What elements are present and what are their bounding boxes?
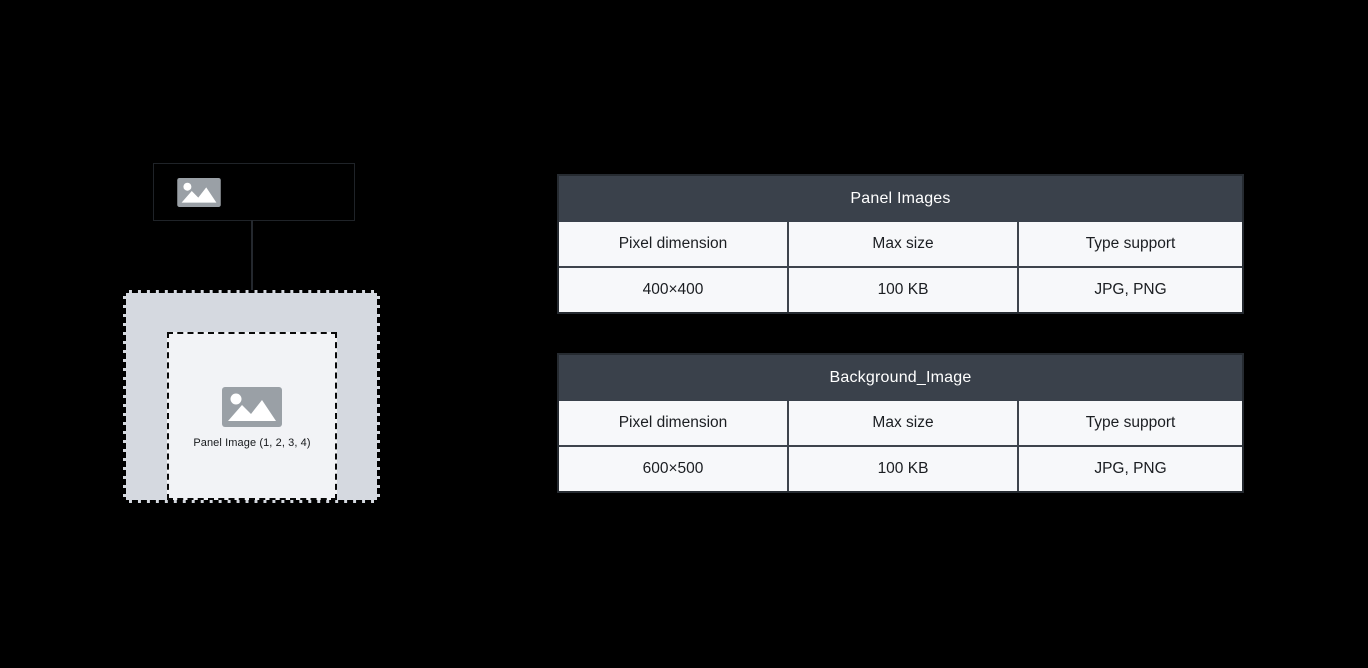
pixel-dimension-value: 400×400 <box>642 281 704 298</box>
image-icon <box>222 387 282 427</box>
table-title: Background_Image <box>559 355 1242 401</box>
type-support-value: JPG, PNG <box>1017 268 1242 312</box>
panel-images-table: Panel Images Pixel dimension Max size Ty… <box>557 174 1244 314</box>
table-row: 600×500 100 KB JPG, PNG <box>559 447 1242 491</box>
column-header: Type support <box>1017 401 1242 445</box>
max-size-value: 100 KB <box>787 268 1017 312</box>
pixel-dimension-value: 600×500 <box>642 460 704 477</box>
panel-image-box: Panel Image (1, 2, 3, 4) <box>167 332 337 500</box>
column-header: Pixel dimension <box>618 414 728 431</box>
table-title: Panel Images <box>559 176 1242 222</box>
source-image-box <box>153 163 355 221</box>
column-header: Max size <box>787 401 1017 445</box>
image-icon <box>177 177 221 207</box>
max-size-value: 100 KB <box>787 447 1017 491</box>
column-header: Max size <box>787 222 1017 266</box>
panel-image-label: Panel Image (1, 2, 3, 4) <box>193 437 311 449</box>
type-support-value: JPG, PNG <box>1017 447 1242 491</box>
column-header: Type support <box>1017 222 1242 266</box>
table-row: 400×400 100 KB JPG, PNG <box>559 268 1242 312</box>
table-header-row: Pixel dimension Max size Type support <box>559 222 1242 268</box>
table-header-row: Pixel dimension Max size Type support <box>559 401 1242 447</box>
column-header: Pixel dimension <box>618 235 728 252</box>
background-image-table: Background_Image Pixel dimension Max siz… <box>557 353 1244 493</box>
